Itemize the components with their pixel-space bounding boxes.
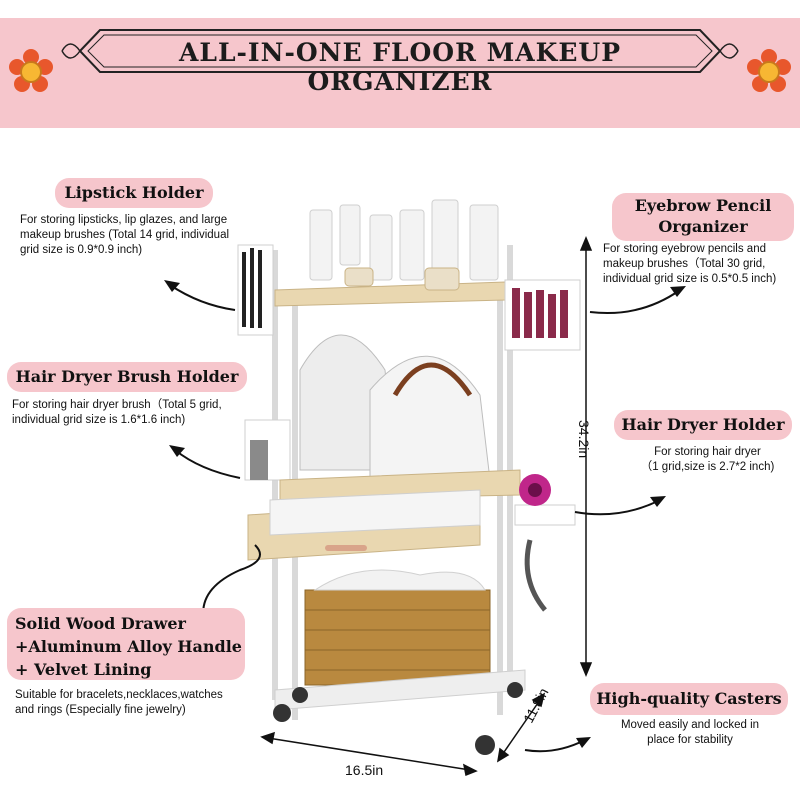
drawer-title: Solid Wood Drawer +Aluminum Alloy Handle…	[7, 608, 245, 680]
dryer-holder-description: For storing hair dryer （1 grid,size is 2…	[640, 446, 775, 473]
width-dimension: 16.5in	[345, 762, 384, 778]
flower-icon	[9, 49, 53, 92]
lipstick-holder-title: Lipstick Holder	[55, 178, 213, 208]
banner-frame	[61, 29, 739, 73]
flower-icon	[747, 49, 791, 92]
dryer-holder-title: Hair Dryer Holder	[614, 410, 792, 440]
eyebrow-organizer-description: For storing eyebrow pencils and makeup b…	[603, 243, 777, 285]
page-title: ALL-IN-ONE FLOOR MAKEUP ORGANIZER	[178, 38, 622, 96]
lipstick-holder-description: For storing lipsticks, lip glazes, and l…	[20, 214, 230, 256]
height-dimension: 34.2in	[576, 420, 592, 459]
brush-holder-title: Hair Dryer Brush Holder	[7, 362, 247, 392]
casters-description: Moved easily and locked in place for sta…	[620, 719, 760, 746]
casters-title: High-quality Casters	[590, 683, 788, 715]
eyebrow-organizer-title: Eyebrow Pencil Organizer	[612, 193, 794, 241]
drawer-description: Suitable for bracelets,necklaces,watches…	[15, 689, 223, 716]
brush-holder-description: For storing hair dryer brush（Total 5 gri…	[12, 399, 222, 426]
